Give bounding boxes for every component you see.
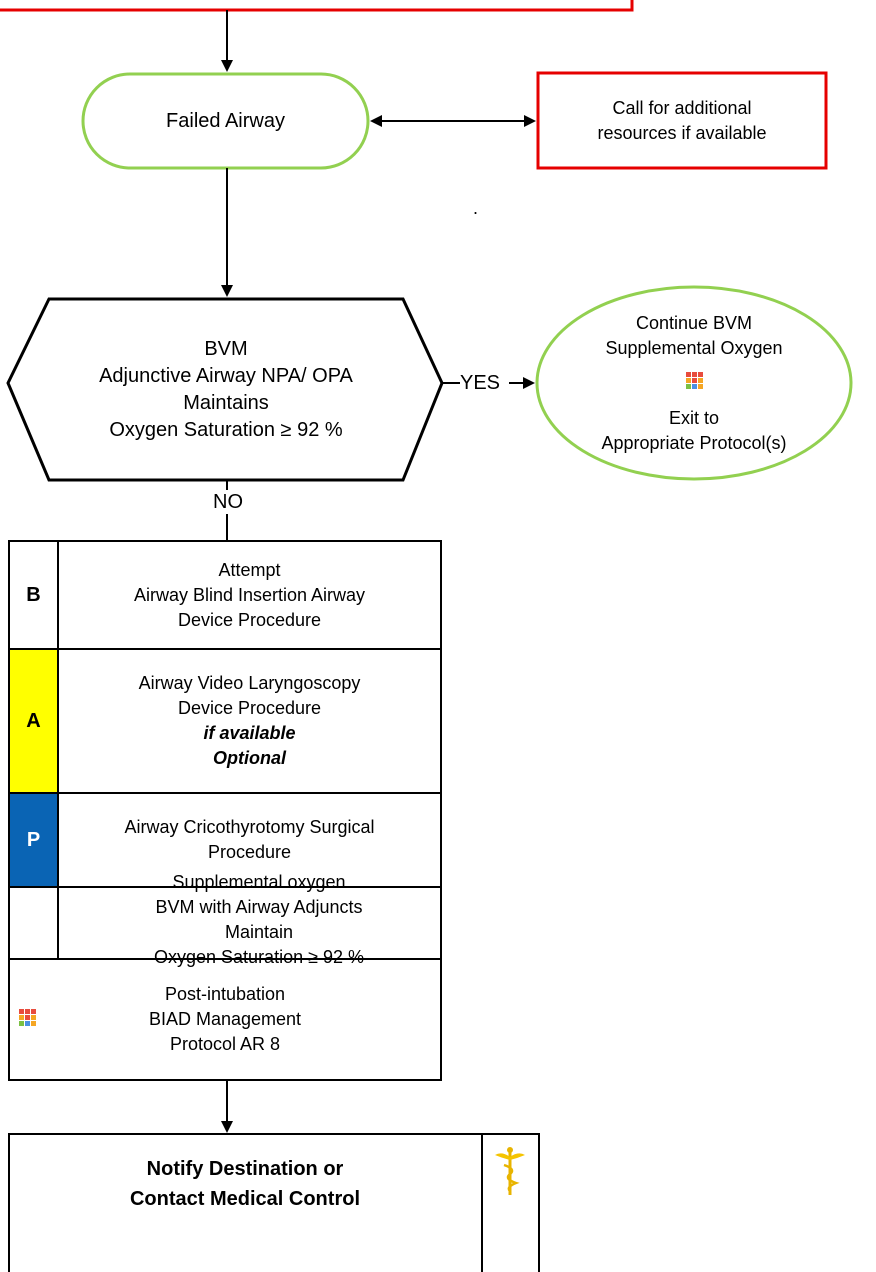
decision-line-2: Adjunctive Airway NPA/ OPA	[99, 365, 353, 387]
procedure-p-line-1: Airway Cricothyrotomy Surgical	[124, 817, 375, 837]
failed-airway-label: Failed Airway	[166, 110, 285, 132]
post-intubation-line-1: Post-intubation	[164, 984, 286, 1004]
procedure-b-line-2: Airway Blind Insertion Airway	[133, 584, 366, 605]
failed-airway-shape	[81, 72, 370, 170]
decision-shape	[6, 297, 444, 482]
supplemental-line-4: Oxygen Saturation ≥ 92 %	[154, 947, 364, 967]
post-intubation-line-2: BIAD Management	[148, 1009, 302, 1029]
procedure-a-line-2: Device Procedure	[177, 698, 322, 718]
no-label: NO	[213, 491, 243, 513]
call-resources-node: Call for additional resources if availab…	[540, 75, 824, 166]
continue-bvm-node: Continue BVM Supplemental Oxygen Exit to…	[560, 293, 828, 473]
procedure-p-line-2: Procedure	[207, 842, 292, 862]
level-p-cell: P	[10, 794, 57, 886]
caduceus-icon	[494, 1145, 526, 1202]
protocol-grid-icon	[685, 371, 703, 396]
supplemental-line-2: BVM with Airway Adjuncts	[155, 897, 363, 917]
decision-line-3: Maintains	[183, 392, 269, 414]
continue-bvm-line-4: Appropriate Protocol(s)	[601, 432, 787, 453]
notify-node: Notify Destination or Contact Medical Co…	[10, 1136, 480, 1272]
level-blank-cell	[10, 888, 57, 958]
continue-bvm-line-3: Exit to	[668, 407, 720, 428]
procedure-a-text: Airway Video Laryngoscopy Device Procedu…	[59, 650, 440, 792]
level-b-label: B	[26, 583, 41, 606]
post-intubation-line-3: Protocol AR 8	[169, 1034, 281, 1054]
procedure-a-emphasis-2: Optional	[213, 748, 286, 768]
failed-airway-node: Failed Airway	[83, 74, 368, 168]
stray-dot: .	[473, 198, 479, 218]
supplemental-line-3: Maintain	[224, 922, 294, 942]
procedure-p-text: Airway Cricothyrotomy Surgical Procedure	[59, 794, 440, 886]
notify-line-1: Notify Destination or	[146, 1158, 344, 1180]
procedure-table	[8, 540, 442, 1081]
level-a-label: A	[26, 709, 41, 732]
procedure-a-emphasis-1: if available	[203, 723, 296, 743]
level-p-label: P	[26, 828, 41, 851]
procedure-b-line-1: Attempt	[218, 559, 281, 580]
notify-line-2: Contact Medical Control	[129, 1188, 360, 1210]
decision-line-4: Oxygen Saturation ≥ 92 %	[109, 419, 343, 441]
previous-step-box-edge	[0, 0, 634, 12]
notify-box	[8, 1133, 540, 1272]
procedure-b-text: Attempt Airway Blind Insertion Airway De…	[59, 542, 440, 648]
continue-bvm-shape	[535, 285, 853, 481]
decision-line-1: BVM	[204, 338, 248, 360]
decision-node: BVM Adjunctive Airway NPA/ OPA Maintains…	[49, 302, 403, 478]
supplemental-line-1: Supplemental oxygen	[172, 872, 346, 892]
supplemental-oxygen-text: Supplemental oxygen BVM with Airway Adju…	[59, 872, 459, 967]
protocol-grid-icon	[19, 1009, 36, 1031]
procedure-b-line-3: Device Procedure	[177, 609, 322, 630]
level-a-cell: A	[10, 650, 57, 792]
call-resources-shape	[536, 71, 828, 170]
level-b-cell: B	[10, 542, 57, 648]
yes-label: YES	[460, 372, 501, 394]
call-resources-line-2: resources if available	[597, 122, 767, 143]
post-intubation-text: Post-intubation BIAD Management Protocol…	[10, 960, 440, 1079]
call-resources-line-1: Call for additional	[612, 97, 752, 118]
procedure-a-line-1: Airway Video Laryngoscopy	[138, 673, 361, 693]
continue-bvm-line-2: Supplemental Oxygen	[605, 337, 783, 358]
continue-bvm-line-1: Continue BVM	[635, 312, 753, 333]
